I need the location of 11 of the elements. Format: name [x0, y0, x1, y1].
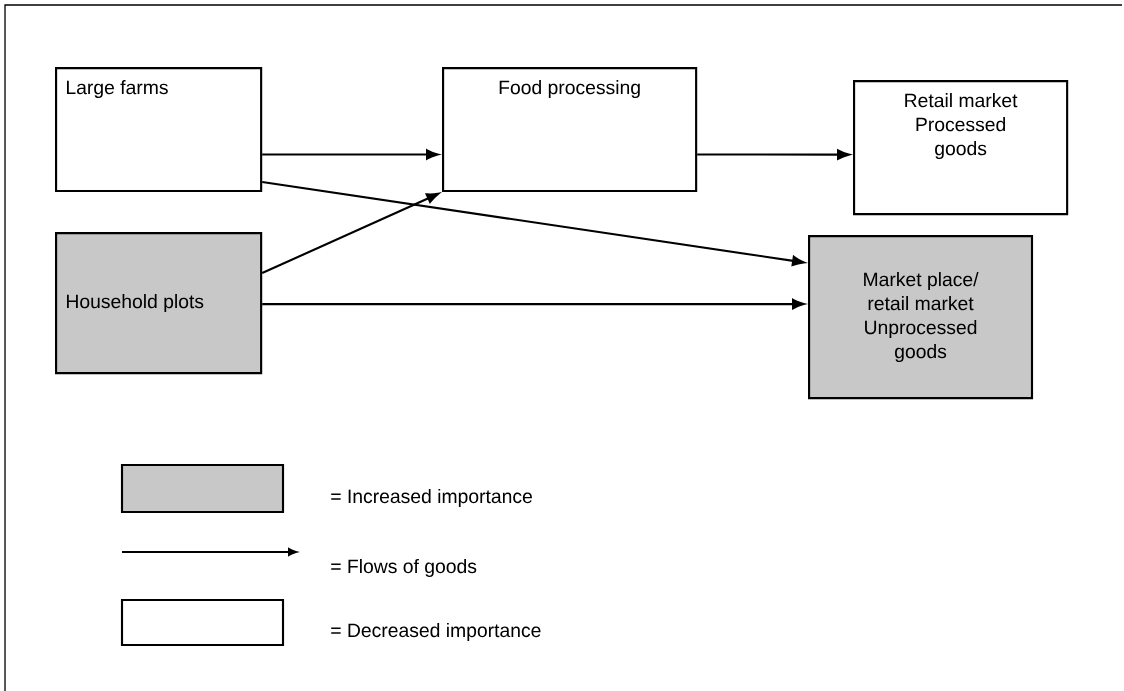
process-box: Retail market Processed goods: [853, 80, 1069, 216]
arrow: [261, 192, 440, 275]
process-box: Large farms: [55, 67, 263, 193]
arrow: [262, 181, 805, 267]
legend-label: = Increased importance: [331, 489, 532, 507]
legend-label: = Flows of goods: [331, 559, 477, 577]
process-box: Food processing: [442, 67, 698, 193]
arrow: [262, 298, 805, 310]
process-box: Household plots: [55, 232, 263, 375]
process-box: Market place/ retail market Unprocessed goods: [808, 235, 1034, 400]
legend-label: = Decreased importance: [331, 623, 541, 641]
